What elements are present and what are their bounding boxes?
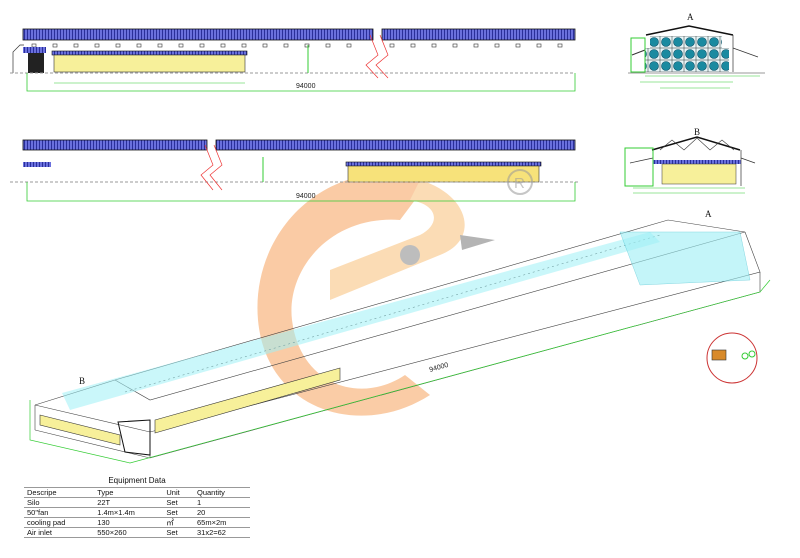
isometric-view: A B 94000 xyxy=(29,209,771,464)
cell: Set xyxy=(163,527,194,538)
section-b-label: B xyxy=(694,127,700,137)
length-label: 94000 xyxy=(296,193,316,200)
cell: cooling pad xyxy=(24,517,95,528)
equipment-table: Equipment Data Descripe Type Unit Quanti… xyxy=(24,476,250,538)
table-header: Descripe Type Unit Quantity xyxy=(24,487,250,498)
equipment-title: Equipment Data xyxy=(108,476,166,485)
cell: 20 xyxy=(193,507,250,518)
length-label: 94000 xyxy=(296,83,316,90)
header-cell: Descripe xyxy=(24,487,95,498)
registered-mark-icon xyxy=(507,169,533,195)
section-a-label: A xyxy=(687,12,694,22)
section-b: B xyxy=(624,127,756,194)
cell: 22T xyxy=(94,497,164,508)
iso-length-label: 94000 xyxy=(429,362,450,374)
cell: 130 xyxy=(94,517,164,528)
silo-detail xyxy=(706,332,758,384)
watermark-logo xyxy=(257,173,495,416)
top-elevation: 94000 xyxy=(10,28,576,92)
cell: Set xyxy=(163,497,194,508)
registered-mark-letter: R xyxy=(514,175,525,192)
cell: ㎡ xyxy=(163,517,194,528)
cell: 50"fan xyxy=(24,507,95,518)
cell: 1.4m×1.4m xyxy=(94,507,164,518)
iso-label-a: A xyxy=(705,209,712,219)
watermark-logo: R xyxy=(507,169,533,195)
cell: 31x2=62 xyxy=(193,527,250,538)
header-cell: Quantity xyxy=(193,487,250,498)
cell: Set xyxy=(163,507,194,518)
cell: 65m×2m xyxy=(193,517,250,528)
header-cell: Type xyxy=(94,487,164,498)
cell: Air inlet xyxy=(24,527,95,538)
cell: 550×260 xyxy=(94,527,164,538)
section-a: A xyxy=(628,12,765,89)
cell: Silo xyxy=(24,497,95,508)
middle-elevation: 94000 xyxy=(10,139,578,202)
header-cell: Unit xyxy=(163,487,194,498)
cell: 1 xyxy=(193,497,250,508)
iso-label-b: B xyxy=(79,376,85,386)
